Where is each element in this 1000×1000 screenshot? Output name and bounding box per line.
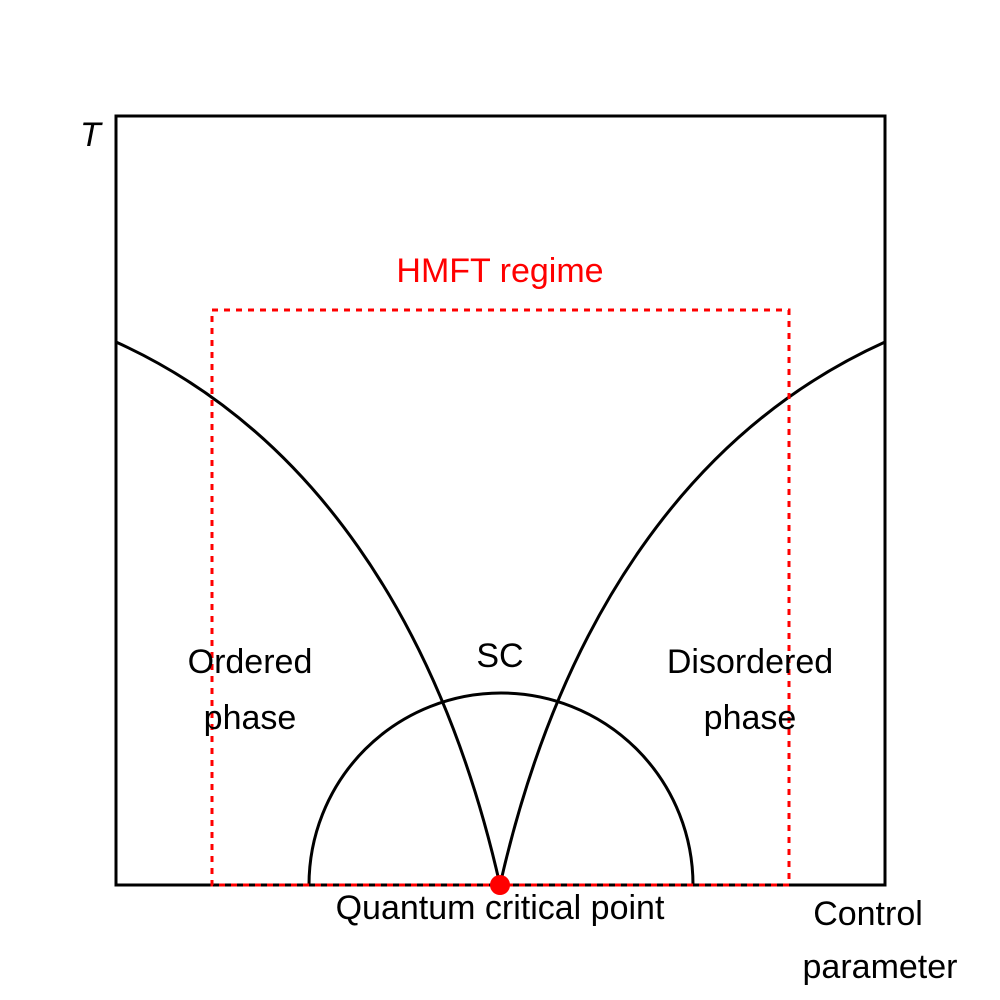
- x-axis-label-line2: parameter: [803, 948, 958, 986]
- disordered-phase-label-line1: Disordered: [667, 643, 833, 681]
- plot-frame: [114, 114, 887, 887]
- ordered-phase-label-line2: phase: [204, 699, 297, 737]
- sc-label: SC: [476, 637, 523, 675]
- hmft-regime-label: HMFT regime: [396, 252, 603, 290]
- quantum-critical-point-marker: [490, 875, 510, 895]
- ordered-phase-boundary: [115, 340, 502, 886]
- ordered-phase-label-line1: Ordered: [188, 643, 313, 681]
- quantum-critical-point-label: Quantum critical point: [336, 889, 665, 927]
- y-axis-label: T: [80, 116, 103, 154]
- x-axis-label-line1: Control: [813, 895, 923, 933]
- hmft-regime-box: [210, 308, 791, 887]
- disordered-phase-label-line2: phase: [704, 699, 797, 737]
- sc-dome-boundary: [307, 691, 695, 886]
- disordered-phase-boundary: [498, 340, 886, 886]
